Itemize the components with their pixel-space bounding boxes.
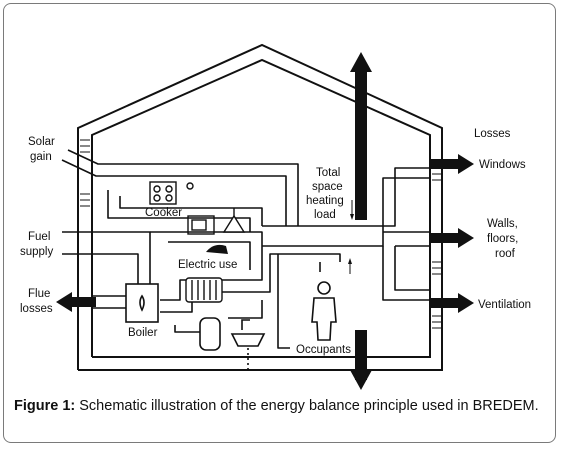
- electric-use-label: Electric use: [178, 259, 237, 271]
- flue-losses-label-line2: losses: [20, 303, 53, 315]
- heating-load-arrow: [348, 52, 372, 390]
- heating-load-label-line4: load: [314, 209, 336, 221]
- solar-gain-label-line2: gain: [30, 151, 52, 163]
- water-tank-icon: [199, 317, 221, 351]
- walls-label-line3: roof: [495, 248, 516, 260]
- walls-label-line2: floors,: [487, 233, 518, 245]
- flue-losses-label-line1: Flue: [28, 288, 50, 300]
- losses-label: Losses: [474, 128, 511, 140]
- heating-load-label-line2: space: [312, 181, 343, 193]
- fuel-supply-label-line2: supply: [20, 246, 53, 258]
- windows-label: Windows: [479, 159, 526, 171]
- cooker-icon: [149, 181, 194, 205]
- caption-label: Figure 1:: [14, 398, 76, 414]
- fuel-supply-label-line1: Fuel: [28, 231, 50, 243]
- occupant-icon: [311, 281, 337, 341]
- boiler-label: Boiler: [128, 327, 158, 339]
- radiator-icon: [185, 277, 223, 303]
- iron-icon: [206, 244, 228, 254]
- cooker-label: Cooker: [145, 207, 182, 219]
- caption-text: Schematic illustration of the energy bal…: [79, 398, 539, 414]
- microwave-icon: [187, 215, 215, 235]
- heating-load-label-line1: Total: [316, 167, 340, 179]
- loss-arrows: [56, 154, 474, 313]
- boiler-icon: [125, 283, 159, 323]
- figure-caption: Figure 1: Schematic illustration of the …: [14, 398, 548, 415]
- solar-gain-label-line1: Solar: [28, 136, 55, 148]
- heating-load-label-line3: heating: [306, 195, 344, 207]
- walls-label-line1: Walls,: [487, 218, 518, 230]
- sink-icon: [230, 319, 266, 372]
- occupants-label: Occupants: [296, 344, 351, 356]
- lamp-icon: [222, 208, 246, 233]
- inner-roof-wall: [91, 58, 431, 358]
- ventilation-label: Ventilation: [478, 299, 531, 311]
- energy-flow-pipes: [61, 149, 430, 349]
